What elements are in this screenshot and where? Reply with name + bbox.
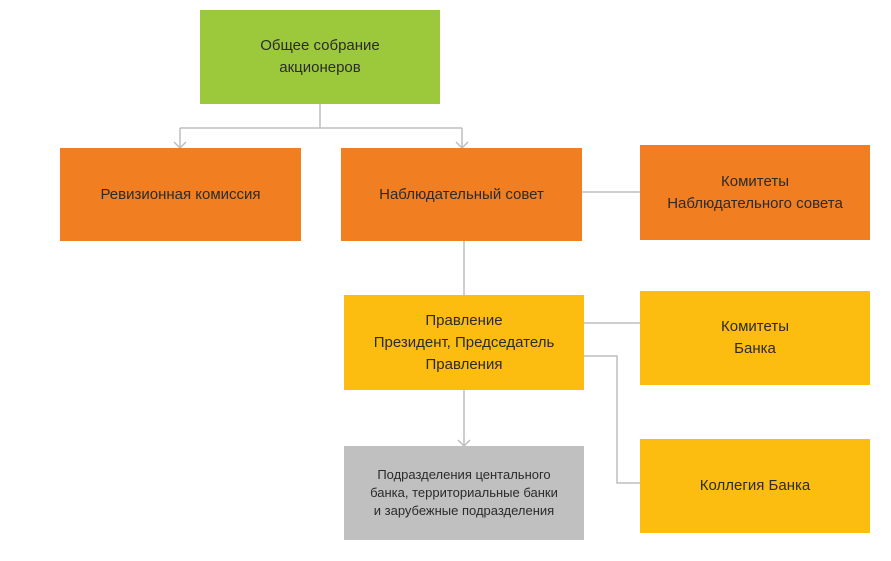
node-management-board: Правление Президент, Председатель Правле… (344, 295, 584, 390)
connector-shareholders-split (179, 104, 463, 148)
node-supervisory-board: Наблюдательный совет (341, 148, 582, 241)
node-shareholders: Общее собрание акционеров (200, 10, 440, 104)
node-bank-collegium: Коллегия Банка (640, 439, 870, 533)
node-divisions: Подразделения центального банка, террито… (344, 446, 584, 540)
node-audit-commission: Ревизионная комиссия (60, 148, 301, 241)
connector-to-divisions (457, 390, 471, 448)
node-board-committees: Комитеты Наблюдательного совета (640, 145, 870, 240)
node-bank-committees: Комитеты Банка (640, 291, 870, 385)
